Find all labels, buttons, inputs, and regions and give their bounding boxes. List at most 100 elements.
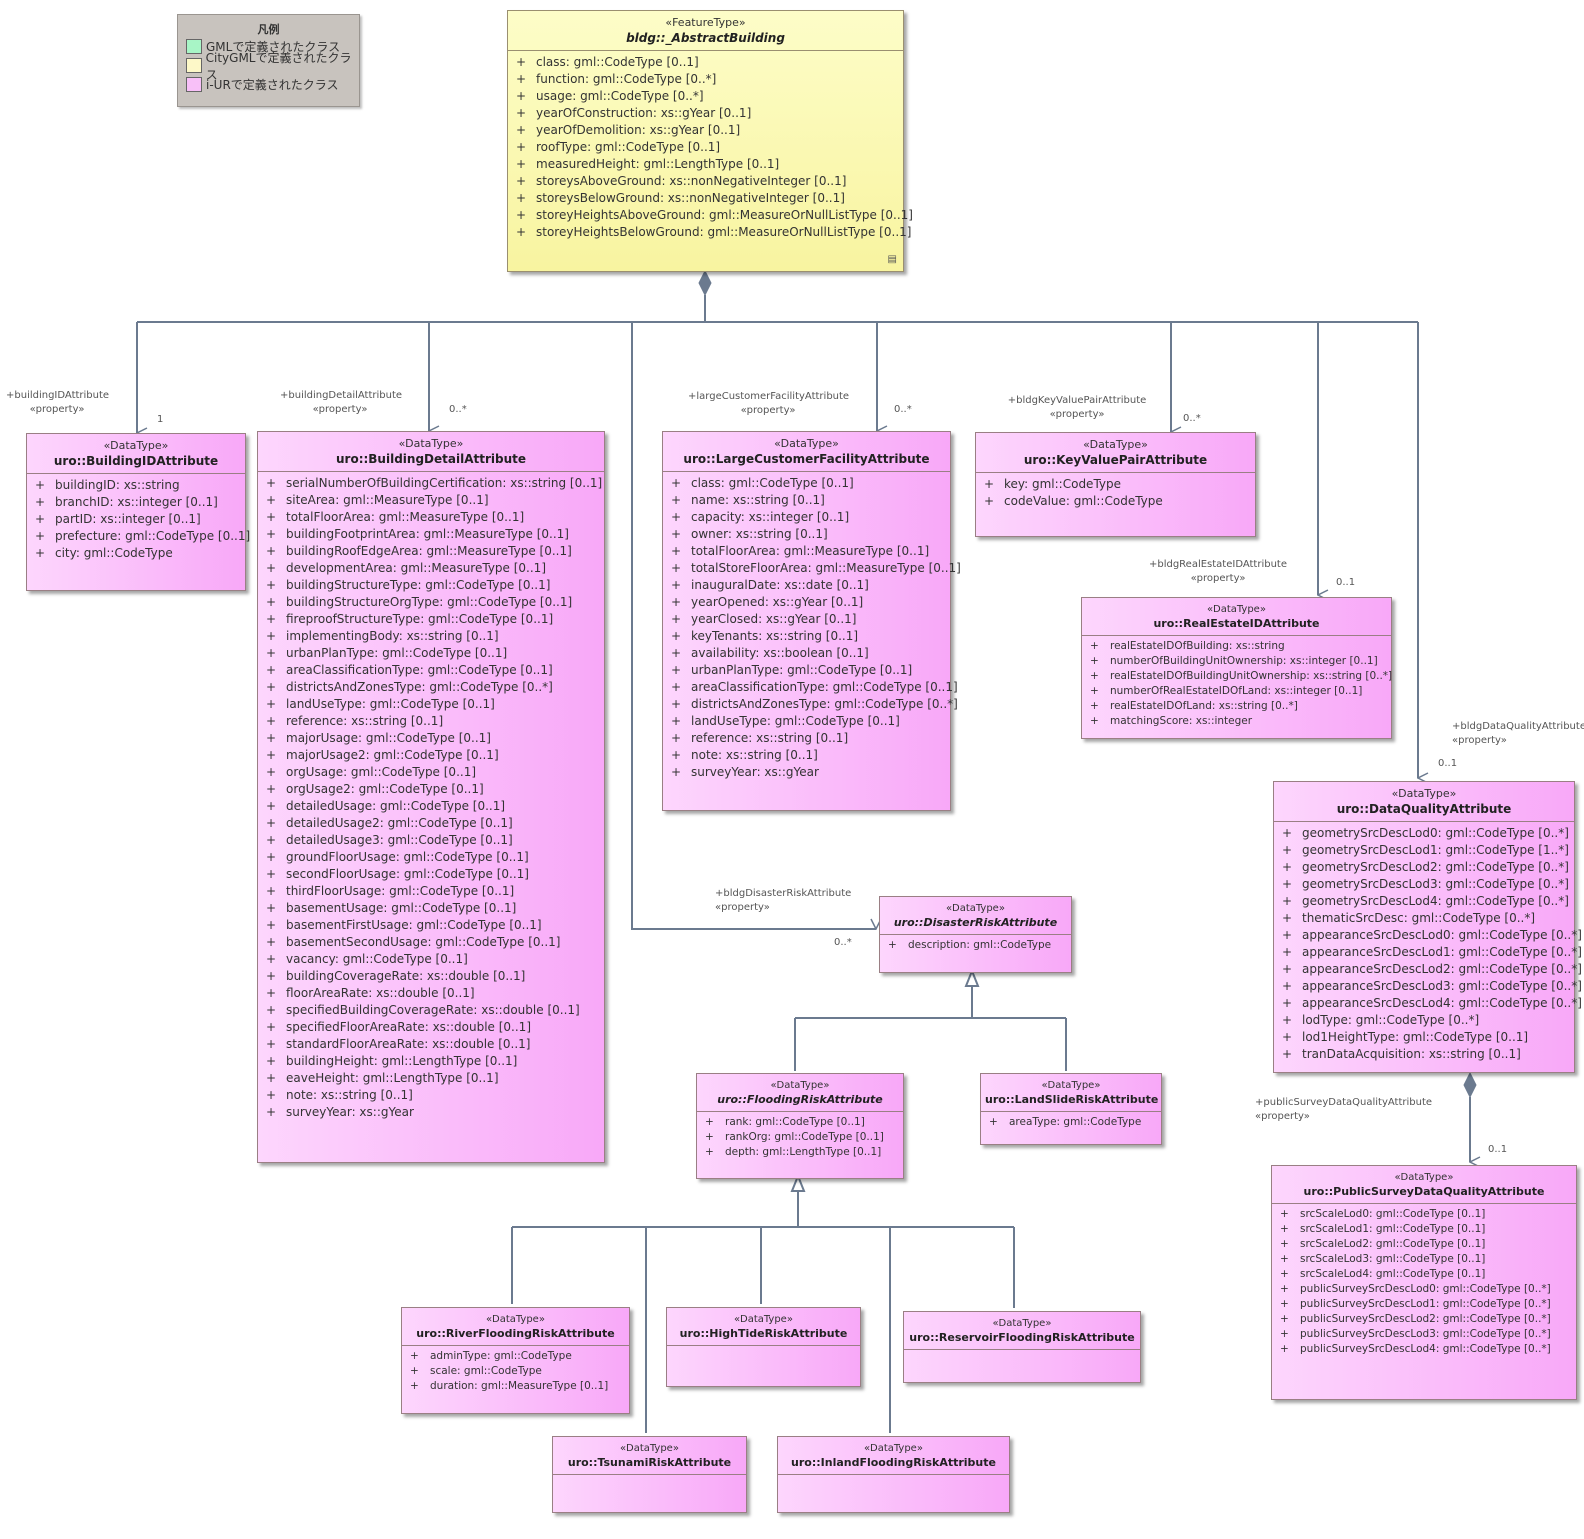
visibility-marker: + <box>1280 1328 1289 1340</box>
attribute-row: +specifiedBuildingCoverageRate: xs::doub… <box>264 1002 600 1019</box>
class-tsunami-risk-attribute[interactable]: «DataType»uro::TsunamiRiskAttribute <box>552 1436 747 1513</box>
class-building-id-attribute[interactable]: «DataType»uro::BuildingIDAttribute+build… <box>26 433 250 591</box>
attribute-text: eaveHeight: gml::LengthType [0..1] <box>286 1071 499 1085</box>
attribute-text: vacancy: gml::CodeType [0..1] <box>286 952 468 966</box>
attribute-text: fireproofStructureType: gml::CodeType [0… <box>286 612 554 626</box>
attribute-text: buildingStructureType: gml::CodeType [0.… <box>286 578 551 592</box>
visibility-marker: + <box>516 208 527 222</box>
attribute-row: +publicSurveySrcDescLod0: gml::CodeType … <box>1278 1282 1572 1297</box>
visibility-marker: + <box>1090 655 1099 667</box>
class-disaster-risk-attribute[interactable]: «DataType»uro::DisasterRiskAttribute+des… <box>879 896 1072 973</box>
visibility-marker: + <box>1280 1208 1289 1220</box>
attribute-text: thematicSrcDesc: gml::CodeType [0..*] <box>1302 911 1536 925</box>
attribute-row: +depth: gml::LengthType [0..1] <box>703 1145 899 1160</box>
visibility-marker: + <box>671 748 682 762</box>
attribute-row: +reference: xs::string [0..1] <box>669 730 946 747</box>
class-flooding-risk-attribute[interactable]: «DataType»uro::FloodingRiskAttribute+ran… <box>696 1073 904 1179</box>
role-label-building-detail: +buildingDetailAttribute «property» <box>280 389 402 417</box>
class-public-survey-data-quality-attribute[interactable]: «DataType»uro::PublicSurveyDataQualityAt… <box>1271 1165 1577 1400</box>
visibility-marker: + <box>1280 1268 1289 1280</box>
attribute-row: +developmentArea: gml::MeasureType [0..1… <box>264 560 600 577</box>
class-inland-flooding-risk-attribute[interactable]: «DataType»uro::InlandFloodingRiskAttribu… <box>777 1436 1010 1513</box>
attribute-row: +storeyHeightsAboveGround: gml::MeasureO… <box>514 207 913 224</box>
attribute-text: surveyYear: xs::gYear <box>286 1105 414 1119</box>
role-name: +buildingIDAttribute <box>6 390 110 401</box>
attribute-row: +buildingID: xs::string <box>33 477 241 494</box>
class-land-slide-risk-attribute[interactable]: «DataType»uro::LandSlideRiskAttribute+ar… <box>980 1073 1162 1145</box>
legend-title: 凡例 <box>257 23 280 36</box>
attribute-row: +srcScaleLod4: gml::CodeType [0..1] <box>1278 1267 1572 1282</box>
class-large-customer-facility-attribute[interactable]: «DataType»uro::LargeCustomerFacilityAttr… <box>662 431 961 811</box>
visibility-marker: + <box>516 123 527 137</box>
attribute-row: +basementSecondUsage: gml::CodeType [0..… <box>264 934 600 951</box>
attribute-list: +realEstateIDOfBuilding: xs::string+numb… <box>1082 636 1393 729</box>
attribute-row: +realEstateIDOfLand: xs::string [0..*] <box>1088 699 1387 714</box>
role-label-key-value: +bldgKeyValuePairAttribute «property» <box>1007 394 1147 422</box>
visibility-marker: + <box>671 561 682 575</box>
attribute-row: +capacity: xs::integer [0..1] <box>669 509 946 526</box>
class-river-flooding-risk-attribute[interactable]: «DataType»uro::RiverFloodingRiskAttribut… <box>401 1307 630 1414</box>
role-label-large-customer: +largeCustomerFacilityAttribute «propert… <box>688 390 849 418</box>
class-name: uro::BuildingDetailAttribute <box>335 452 526 466</box>
attribute-row: +urbanPlanType: gml::CodeType [0..1] <box>669 662 946 679</box>
visibility-marker: + <box>671 765 682 779</box>
attribute-row: +geometrySrcDescLod4: gml::CodeType [0..… <box>1280 893 1570 910</box>
attribute-text: yearClosed: xs::gYear [0..1] <box>691 612 857 626</box>
attribute-text: function: gml::CodeType [0..*] <box>536 72 717 86</box>
attribute-text: districtsAndZonesType: gml::CodeType [0.… <box>691 697 958 711</box>
attribute-text: yearOfDemolition: xs::gYear [0..1] <box>536 123 741 137</box>
visibility-marker: + <box>266 663 277 677</box>
composition-diamond <box>698 269 712 297</box>
visibility-marker: + <box>1282 911 1293 925</box>
attribute-text: storeyHeightsBelowGround: gml::MeasureOr… <box>536 225 912 239</box>
attribute-row: +detailedUsage3: gml::CodeType [0..1] <box>264 832 600 849</box>
attribute-text: usage: gml::CodeType [0..*] <box>536 89 704 103</box>
class-key-value-pair-attribute[interactable]: «DataType»uro::KeyValuePairAttribute+key… <box>975 432 1256 537</box>
visibility-marker: + <box>410 1350 419 1362</box>
class-data-quality-attribute[interactable]: «DataType»uro::DataQualityAttribute+geom… <box>1273 781 1582 1073</box>
visibility-marker: + <box>989 1116 998 1128</box>
attribute-text: orgUsage: gml::CodeType [0..1] <box>286 765 477 779</box>
attribute-text: buildingStructureOrgType: gml::CodeType … <box>286 595 573 609</box>
visibility-marker: + <box>266 782 277 796</box>
visibility-marker: + <box>1090 670 1099 682</box>
attribute-text: floorAreaRate: xs::double [0..1] <box>286 986 475 1000</box>
class-stereotype: «DataType» <box>103 439 169 452</box>
attribute-text: majorUsage2: gml::CodeType [0..1] <box>286 748 499 762</box>
role-name: +bldgDisasterRiskAttribute <box>715 888 852 899</box>
class-name: uro::RealEstateIDAttribute <box>1153 617 1320 630</box>
attribute-row: +rankOrg: gml::CodeType [0..1] <box>703 1130 899 1145</box>
attribute-row: +landUseType: gml::CodeType [0..1] <box>669 713 946 730</box>
attribute-row: +totalFloorArea: gml::MeasureType [0..1] <box>669 543 946 560</box>
class-stereotype: «DataType» <box>946 903 1005 914</box>
class-real-estate-id-attribute[interactable]: «DataType»uro::RealEstateIDAttribute+rea… <box>1081 597 1392 739</box>
attribute-row: +srcScaleLod1: gml::CodeType [0..1] <box>1278 1222 1572 1237</box>
attribute-text: geometrySrcDescLod1: gml::CodeType [1..*… <box>1302 843 1569 857</box>
attribute-text: realEstateIDOfBuildingUnitOwnership: xs:… <box>1110 670 1393 682</box>
attribute-text: class: gml::CodeType [0..1] <box>691 476 854 490</box>
class-reservoir-flooding-risk-attribute[interactable]: «DataType»uro::ReservoirFloodingRiskAttr… <box>903 1311 1141 1383</box>
class-high-tide-risk-attribute[interactable]: «DataType»uro::HighTideRiskAttribute <box>666 1307 861 1387</box>
visibility-marker: + <box>516 225 527 239</box>
attribute-text: geometrySrcDescLod3: gml::CodeType [0..*… <box>1302 877 1569 891</box>
attribute-text: basementSecondUsage: gml::CodeType [0..1… <box>286 935 561 949</box>
attribute-text: reference: xs::string [0..1] <box>286 714 444 728</box>
class-building-detail-attribute[interactable]: «DataType»uro::BuildingDetailAttribute+s… <box>257 431 605 1163</box>
class-abstract-building[interactable]: «FeatureType»bldg::_AbstractBuilding+cla… <box>507 10 913 272</box>
attribute-row: + yearOfDemolition: xs::gYear [0..1] <box>514 122 899 139</box>
class-stereotype: «DataType» <box>770 1080 830 1091</box>
attribute-row: +basementUsage: gml::CodeType [0..1] <box>264 900 600 917</box>
class-stereotype: «DataType» <box>864 1443 923 1454</box>
visibility-marker: + <box>888 939 897 951</box>
class-stereotype: «DataType» <box>734 1314 793 1325</box>
attribute-text: storeysAboveGround: xs::nonNegativeInteg… <box>536 174 847 188</box>
visibility-marker: + <box>410 1365 419 1377</box>
visibility-marker: + <box>705 1131 714 1143</box>
attribute-row: + storeyHeightsBelowGround: gml::MeasureO… <box>514 224 911 241</box>
class-stereotype: «DataType» <box>1394 1172 1454 1183</box>
visibility-marker: + <box>35 529 46 543</box>
visibility-marker: + <box>1090 685 1099 697</box>
visibility-marker: + <box>1280 1313 1289 1325</box>
visibility-marker: + <box>516 72 527 86</box>
class-name: bldg::_AbstractBuilding <box>626 31 785 45</box>
